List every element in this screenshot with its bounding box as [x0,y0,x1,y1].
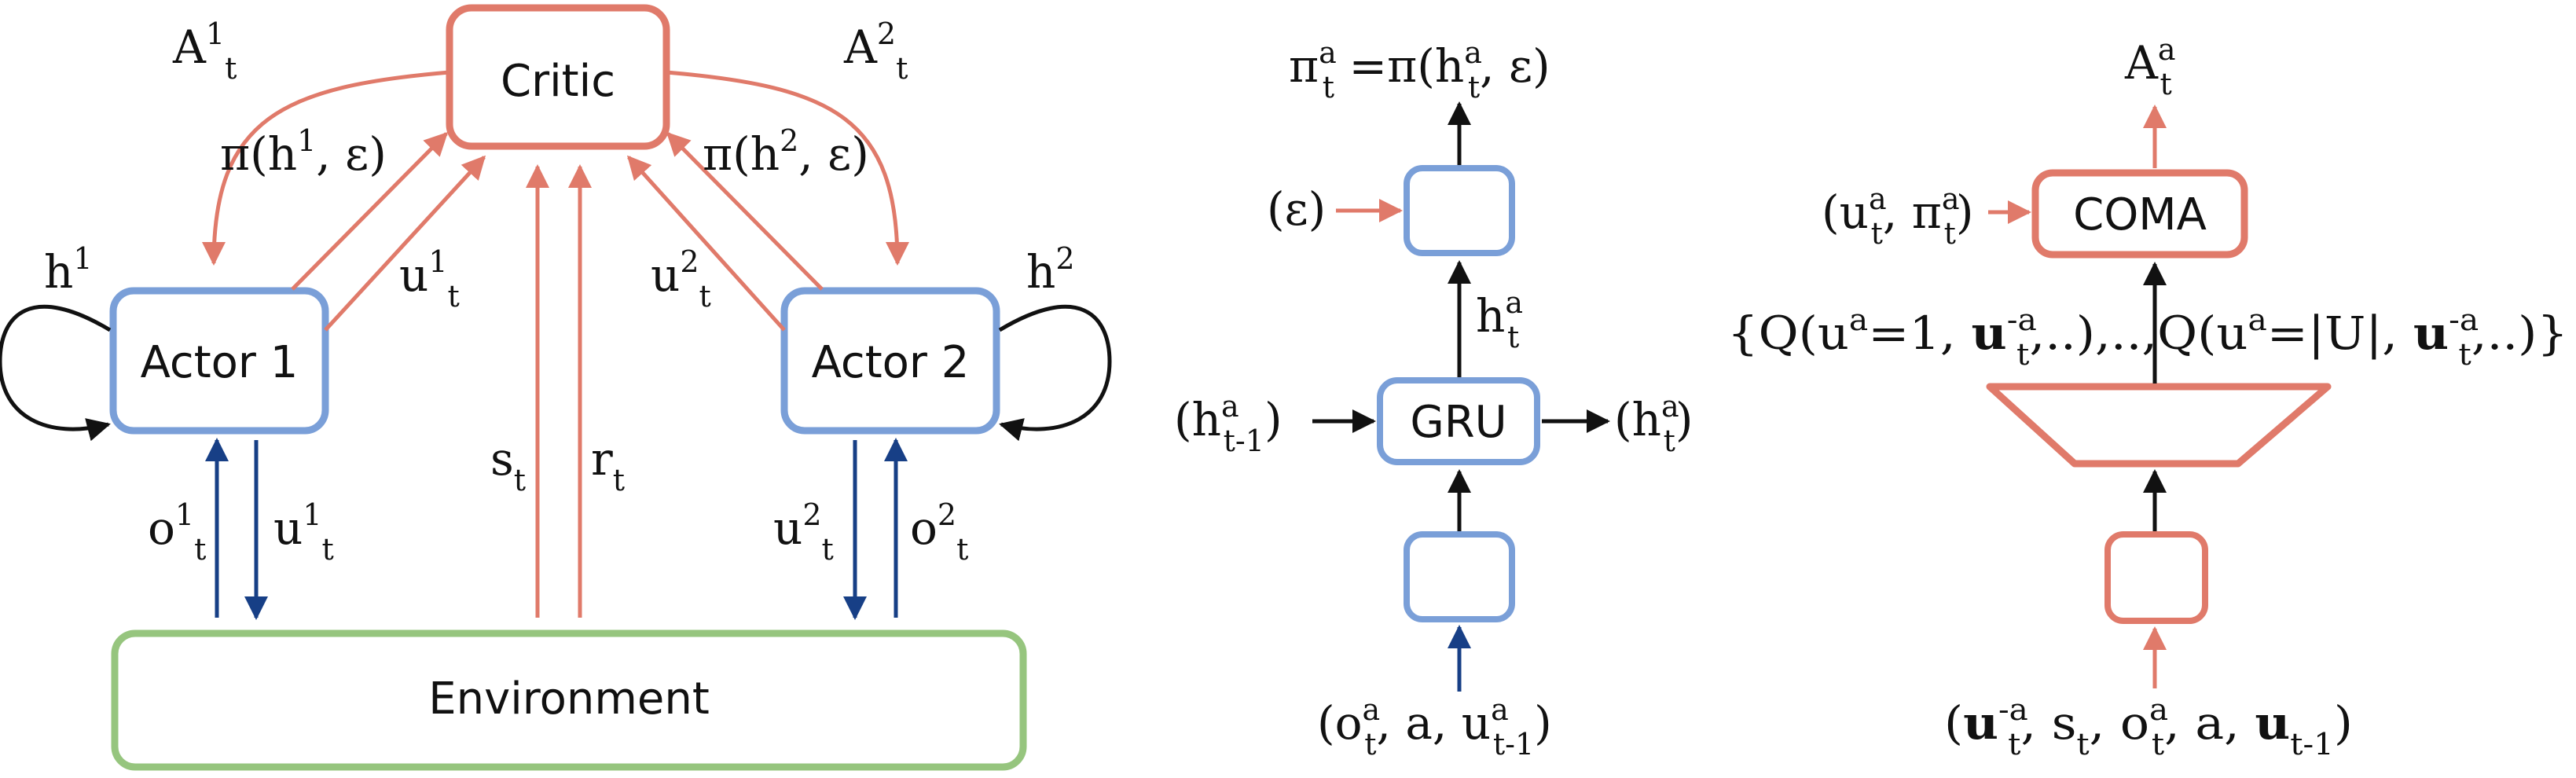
environment-label: Environment [428,673,710,725]
state-label: st [490,432,526,497]
actor1-label: Actor 1 [141,337,299,388]
input-encoder-box [1404,531,1515,622]
o1-label: o1t [148,497,206,567]
environment-box [111,629,1027,771]
critic-box [446,4,670,150]
actor1-box [109,287,329,435]
h2-label: h2 [1026,241,1075,299]
adv1-arrow [202,70,450,266]
adv2-label: A2t [843,17,908,86]
adv1-label: A1t [172,17,237,86]
pi2-label: π(h2, ε) [703,123,869,181]
critic-label: Critic [501,56,615,107]
h1-label: h1 [44,241,93,299]
pi1-arrow [291,131,449,291]
q-network-trapezoid [1986,383,2332,468]
gru-label: GRU [1410,397,1506,448]
actor2-box [780,287,1000,435]
pi2-arrow [666,131,824,291]
u1-bot-label: u1t [273,497,334,567]
coma-box [2031,169,2248,259]
pi1-label: π(h1, ε) [220,123,387,181]
actor2-label: Actor 2 [812,337,970,388]
gru-box [1377,377,1540,465]
adv2-arrow [666,70,909,266]
u1-critic-arrow [324,155,486,332]
eps-in-label: (ε) [1267,182,1326,236]
left-panel: Critic Actor 1 Actor 2 Environment A1t A… [0,4,1112,771]
critic-encoder-box [2104,531,2208,624]
h1-loop-arrow [0,304,112,442]
o2-label: o2t [910,497,968,567]
coma-label: COMA [2073,189,2207,240]
u2-critic-arrow [626,155,786,332]
u1-top-label: u1t [399,244,460,314]
u2-top-label: u2t [651,244,711,314]
policy-head-box [1404,165,1515,256]
reward-label: rt [591,432,625,497]
u2-bot-label: u2t [773,497,834,567]
h2-loop-arrow [998,304,1112,442]
